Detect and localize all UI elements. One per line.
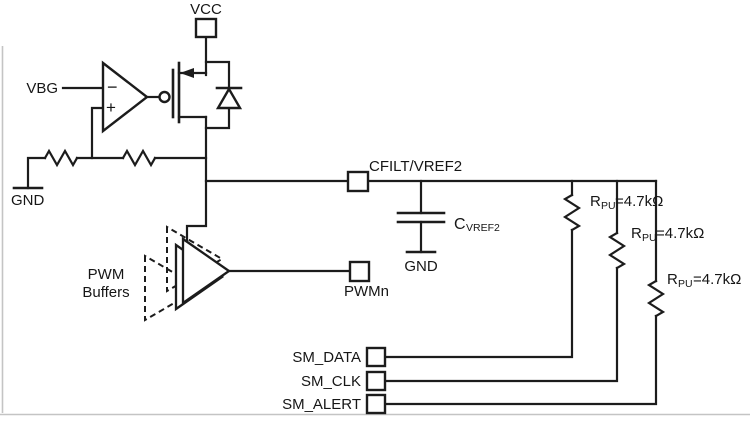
pullup-label-1: R PU =4.7kΩ	[590, 193, 663, 212]
vbg-label: VBG	[26, 80, 58, 97]
wire-main-vertical	[185, 115, 208, 243]
pmos-symbol	[171, 61, 194, 124]
pullup-resistor-2	[607, 231, 627, 270]
pullup-label-3-base: R	[667, 271, 678, 288]
pwmn-terminal	[348, 260, 371, 283]
sm-data-label: SM_DATA	[292, 349, 361, 366]
sm-clk-terminal	[365, 370, 387, 392]
sm-data-terminal	[365, 346, 387, 368]
pullup-label-3-value: =4.7kΩ	[693, 271, 741, 288]
sm-alert-label: SM_ALERT	[282, 396, 361, 413]
divider-resistor-1	[43, 148, 79, 168]
pullup-label-3-sub: PU	[678, 278, 693, 290]
pwm-buffer-triangle-1	[181, 236, 232, 306]
pwm-buffers-label: PWM Buffers	[82, 266, 129, 301]
cfilt-label: CFILT/VREF2	[369, 158, 462, 175]
pullup-resistor-1	[562, 193, 582, 232]
opamp-plus-label: +	[106, 98, 116, 117]
cfilt-terminal	[346, 170, 370, 193]
pullup-label-1-base: R	[590, 193, 601, 210]
pullup-resistor-3	[646, 279, 666, 318]
body-diode-symbol	[215, 86, 243, 110]
wire-sm-clk	[383, 266, 619, 383]
wire-sm-data	[383, 228, 574, 359]
pullup-label-2-value: =4.7kΩ	[656, 225, 704, 242]
capacitor-label-sub: VREF2	[466, 222, 500, 234]
pwm-buffers-label-line2: Buffers	[82, 284, 129, 301]
pullup-label-1-sub: PU	[601, 200, 616, 212]
pwm-buffer-triangles	[144, 225, 232, 322]
gnd-left-label: GND	[11, 192, 45, 209]
sm-alert-terminal	[365, 393, 387, 415]
vcc-terminal	[194, 17, 218, 39]
pullup-label-1-value: =4.7kΩ	[615, 193, 663, 210]
pmos-source-arrow	[180, 68, 194, 78]
pullup-label-3: R PU =4.7kΩ	[667, 271, 741, 290]
wire-plus-input	[90, 106, 105, 160]
wire-network	[26, 35, 658, 406]
gnd-cap-label: GND	[404, 258, 438, 275]
opamp-triangle	[101, 60, 149, 134]
capacitor-label-base: C	[454, 216, 466, 233]
diode-triangle	[215, 86, 243, 110]
capacitor-label: C VREF2	[454, 216, 500, 234]
pullup-label-2: R PU =4.7kΩ	[631, 225, 704, 244]
pwm-buffer-ghost-back	[144, 254, 202, 322]
divider-resistor-2	[121, 148, 157, 168]
pwmn-label: PWMn	[344, 283, 389, 300]
opamp-minus-label: −	[107, 77, 118, 97]
sm-clk-label: SM_CLK	[301, 373, 361, 390]
pullup-label-2-sub: PU	[642, 232, 657, 244]
capacitor-symbol	[396, 211, 446, 224]
vcc-label: VCC	[190, 1, 222, 18]
pullup-label-2-base: R	[631, 225, 642, 242]
wire-sm-alert	[383, 314, 658, 406]
opamp-inverting-bubble	[158, 90, 171, 104]
pwm-buffers-label-line1: PWM	[88, 266, 125, 283]
opamp-symbol: − +	[101, 60, 171, 134]
wire-gnd-left-stem	[26, 156, 47, 190]
